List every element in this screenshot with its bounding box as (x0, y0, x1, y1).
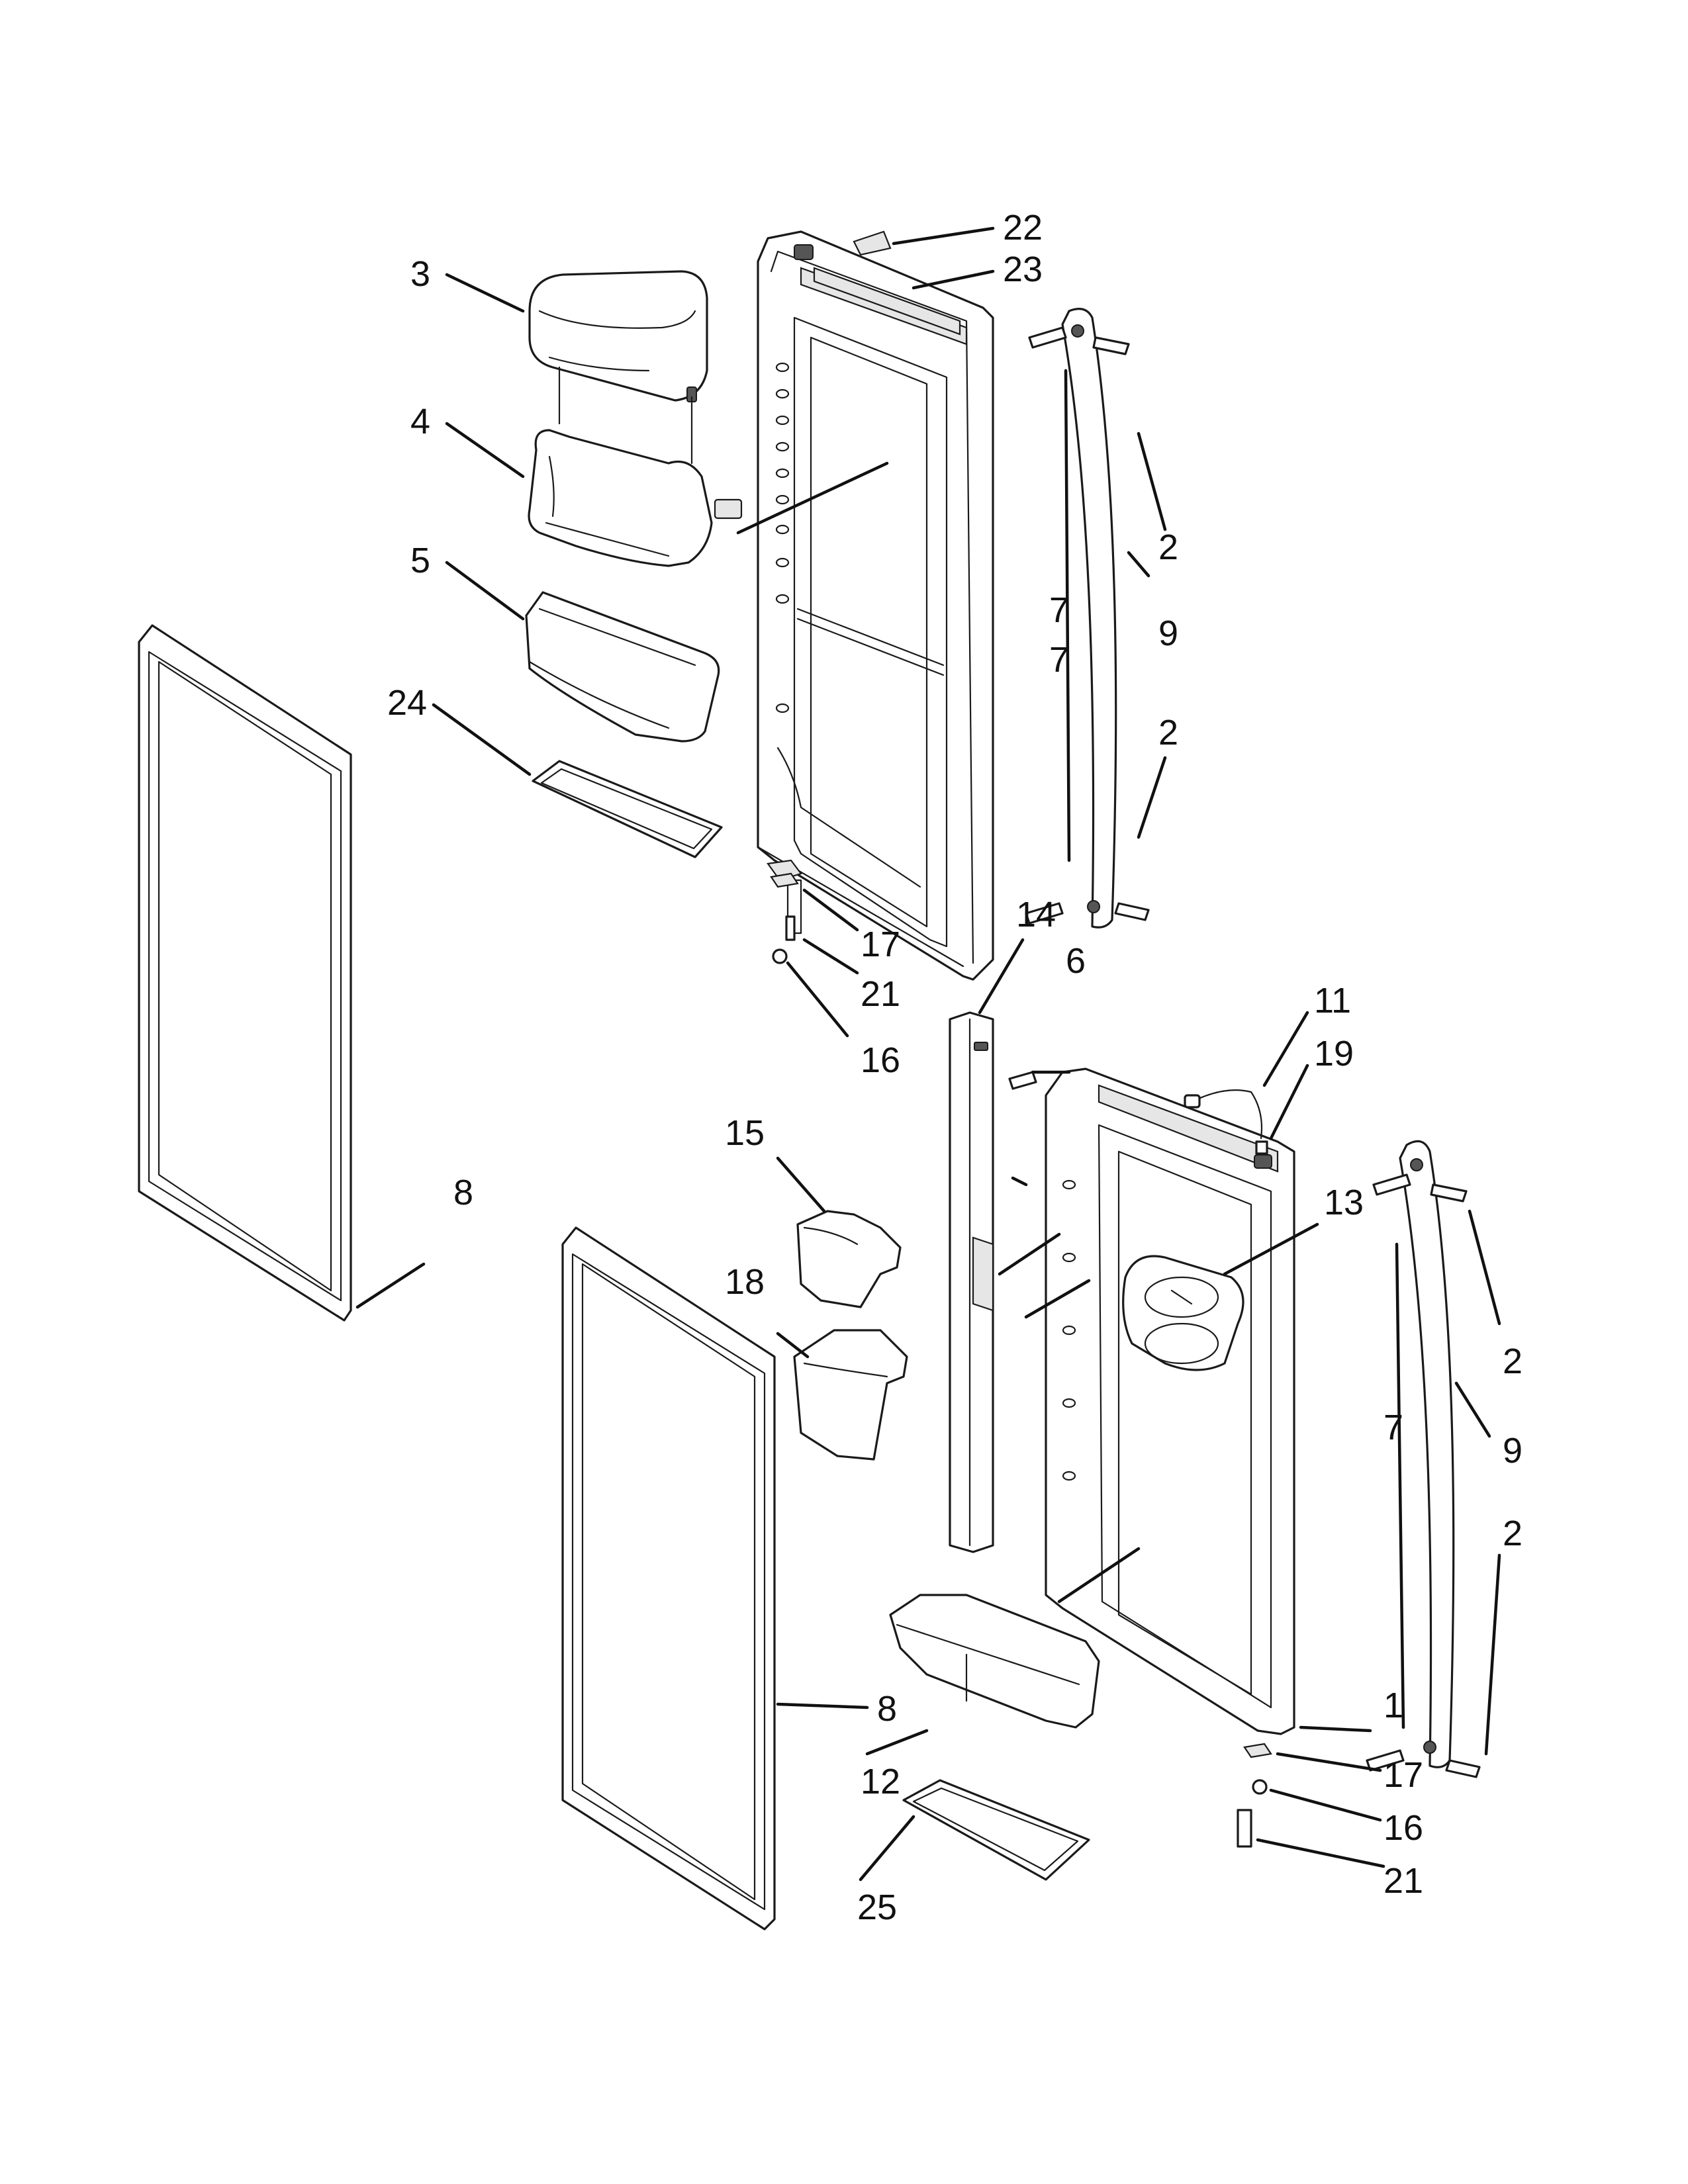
part-9-upper-handle (1061, 308, 1117, 929)
part-8-upper-gasket (138, 624, 352, 1322)
part-14-mullion (949, 1011, 994, 1553)
part-2-set-screws-lower (1430, 1183, 1481, 1778)
callout-17: 17 (861, 925, 900, 964)
part-8-lower-gasket (561, 1226, 776, 1931)
callout-9: 9 (1503, 1431, 1523, 1471)
callout-7: 7 (1049, 640, 1069, 680)
callout-22: 22 (1003, 208, 1043, 248)
callout-16: 16 (1383, 1808, 1423, 1848)
part-15-small-bin (796, 1210, 902, 1308)
callout-13: 13 (1324, 1183, 1364, 1222)
callout-4: 4 (410, 402, 430, 441)
part-24-bin-tray (532, 760, 723, 858)
lower-door-liner (1045, 1068, 1295, 1735)
lower-hinge-hardware (1237, 1743, 1272, 1848)
callout-labels: 22 23 3 4 5 24 2 7 9 7 2 17 21 16 14 6 1… (387, 208, 1523, 1927)
part-22-hinge-cover (853, 230, 892, 256)
callout-17: 17 (1383, 1755, 1423, 1795)
callout-8: 8 (453, 1173, 473, 1212)
callout-9: 9 (1158, 614, 1178, 653)
callout-2: 2 (1158, 527, 1178, 567)
callout-1: 1 (1383, 1686, 1403, 1725)
callout-19: 19 (1314, 1034, 1354, 1073)
part-3-dairy-cover (528, 270, 708, 465)
callout-3: 3 (410, 254, 430, 294)
callout-23: 23 (1003, 250, 1043, 289)
callout-7: 7 (1049, 590, 1069, 630)
leader-lines (355, 226, 1501, 1882)
part-25-tray (902, 1779, 1090, 1881)
callout-24: 24 (387, 683, 427, 723)
callout-12: 12 (861, 1762, 900, 1801)
callout-2: 2 (1503, 1514, 1523, 1553)
callout-7: 7 (1383, 1408, 1403, 1447)
part-5-door-bin (525, 591, 720, 743)
callout-2: 2 (1503, 1342, 1523, 1381)
callout-16: 16 (861, 1040, 900, 1080)
callout-21: 21 (861, 974, 900, 1014)
callout-11: 11 (1314, 981, 1351, 1021)
callout-14: 14 (1016, 895, 1056, 934)
callout-25: 25 (857, 1888, 897, 1927)
part-2-set-screws-upper (1092, 336, 1150, 921)
callout-8: 8 (877, 1689, 897, 1729)
part-7-mounting-screws-lower (1366, 1173, 1411, 1772)
callout-5: 5 (410, 541, 430, 580)
callout-2: 2 (1158, 713, 1178, 752)
callout-18: 18 (725, 1262, 765, 1302)
upper-hinge-hardware (770, 872, 799, 964)
part-4-dairy-bin (528, 429, 743, 567)
part-19-fitting (1255, 1140, 1268, 1155)
part-6-screw (1008, 1071, 1037, 1090)
part-11-water-tube (1184, 1089, 1263, 1140)
callout-21: 21 (1383, 1861, 1423, 1901)
part-13-dispenser-cup (1122, 1255, 1244, 1371)
part-9-lower-handle (1399, 1140, 1455, 1768)
part-12-bottom-bin (889, 1594, 1100, 1729)
callout-15: 15 (725, 1113, 765, 1153)
part-7-mounting-screws-upper (1025, 326, 1067, 925)
callout-6: 6 (1066, 941, 1086, 981)
upper-door-liner (757, 230, 994, 981)
part-23-top-cap (813, 267, 961, 336)
part-18-door-bin (793, 1329, 908, 1461)
